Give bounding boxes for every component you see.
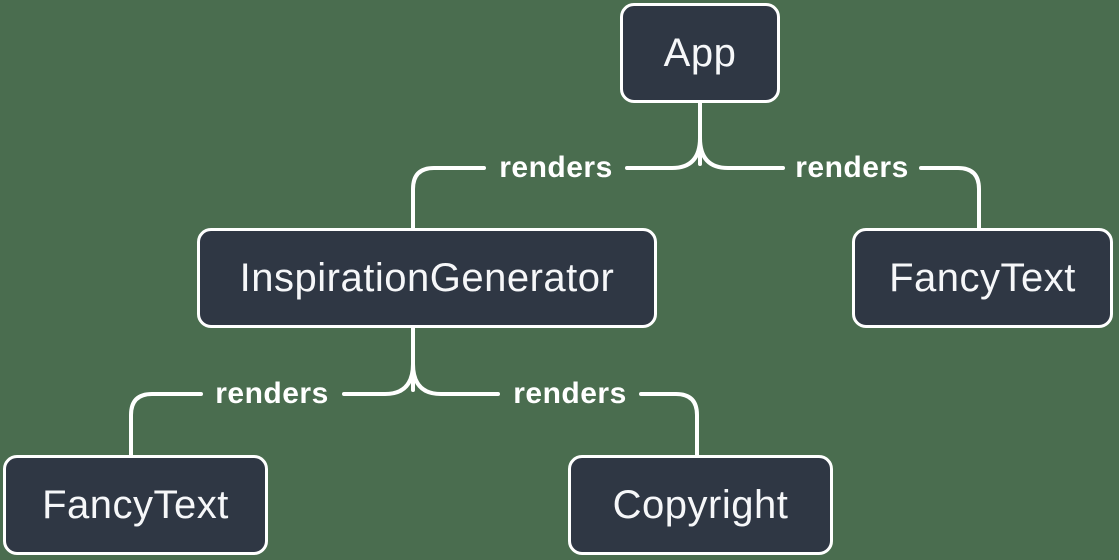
edge-app-to-fancytext-right-part: [919, 166, 981, 230]
node-fancy-text-bottom: FancyText: [3, 455, 268, 555]
edge-ig-to-copyright-left-part: [411, 362, 500, 396]
edge-label-ig-fancytext: renders: [215, 377, 329, 410]
edge-label-ig-copyright: renders: [513, 377, 627, 410]
edge-ig-to-fancytext-right-part: [342, 362, 415, 396]
node-copyright-label: Copyright: [612, 482, 789, 527]
node-fancy-text-top: FancyText: [852, 228, 1113, 328]
node-copyright: Copyright: [568, 455, 833, 555]
edge-ig-to-fancytext-left-part: [129, 392, 203, 457]
edge-app-to-inspirationgenerator-right-part: [625, 136, 702, 170]
node-fancy-text-top-label: FancyText: [889, 255, 1076, 300]
edge-label-app-inspirationgenerator: renders: [499, 151, 613, 184]
node-inspiration-generator: InspirationGenerator: [197, 228, 657, 328]
node-app-label: App: [663, 30, 737, 75]
node-fancy-text-bottom-label: FancyText: [42, 482, 229, 527]
edge-app-to-inspirationgenerator-left-part: [411, 166, 486, 230]
node-app: App: [620, 3, 780, 103]
edge-ig-to-copyright-right-part: [639, 392, 699, 457]
edge-app-to-fancytext-left-part: [698, 136, 785, 170]
edge-label-app-fancytext: renders: [795, 151, 909, 184]
node-inspiration-generator-label: InspirationGenerator: [239, 255, 615, 300]
